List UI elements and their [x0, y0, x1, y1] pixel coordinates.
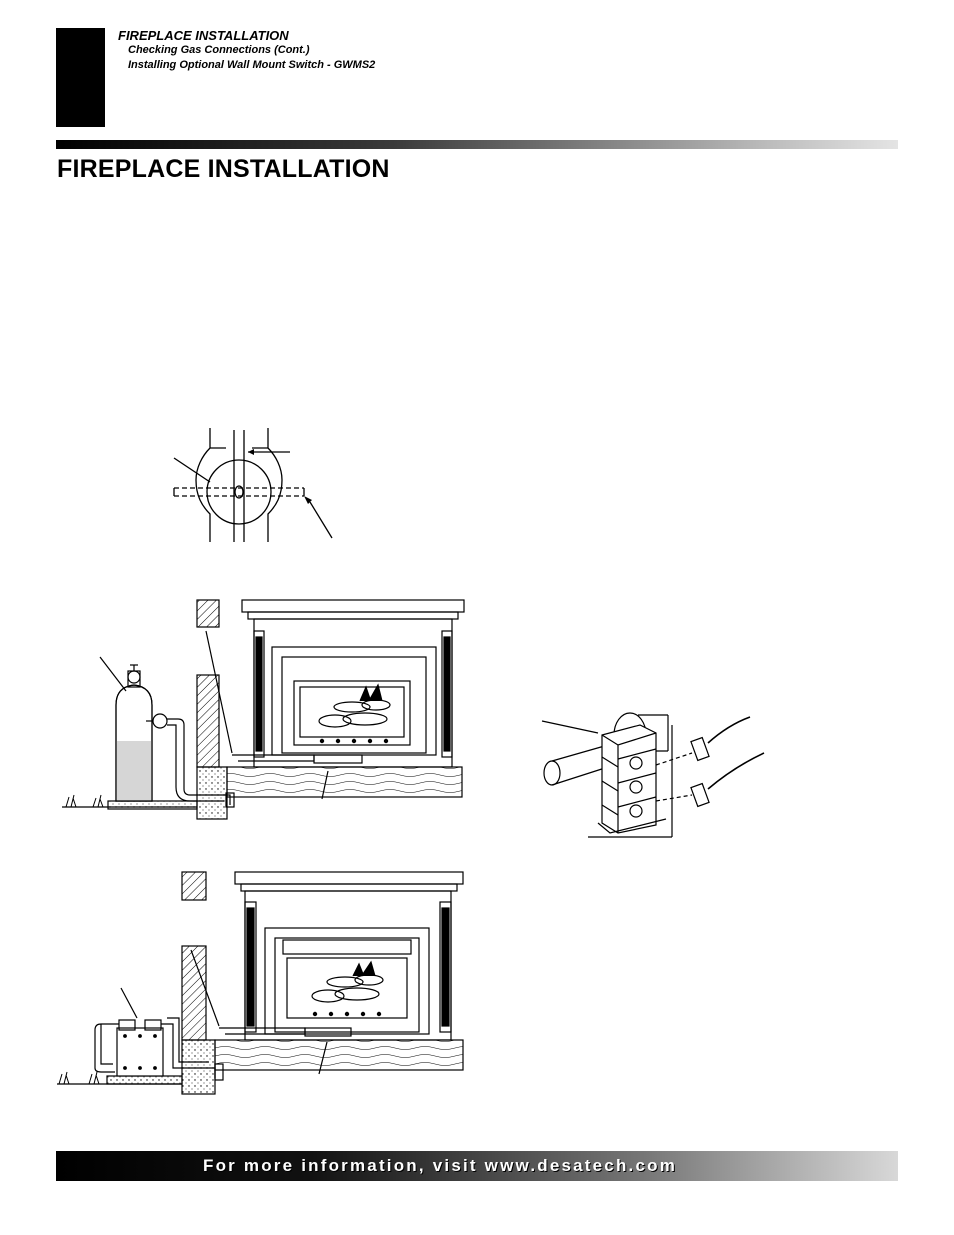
section-tab [56, 28, 105, 127]
page-title: FIREPLACE INSTALLATION [57, 155, 390, 183]
wall-switch-wiring-figure [541, 712, 765, 838]
footer-bar: For more information, visit www.desatech… [56, 1151, 898, 1181]
regulator-fireplace-figure [57, 871, 464, 1095]
footer-website-text[interactable]: For more information, visit www.desatech… [203, 1156, 678, 1175]
header-section-title: FIREPLACE INSTALLATION [118, 28, 289, 43]
header-subtitle-1: Checking Gas Connections (Cont.) [128, 44, 310, 56]
valve-detail-figure [173, 428, 333, 542]
header-rule [56, 140, 898, 149]
tank-fireplace-figure [62, 599, 465, 820]
header-subtitle-2: Installing Optional Wall Mount Switch - … [128, 59, 376, 71]
